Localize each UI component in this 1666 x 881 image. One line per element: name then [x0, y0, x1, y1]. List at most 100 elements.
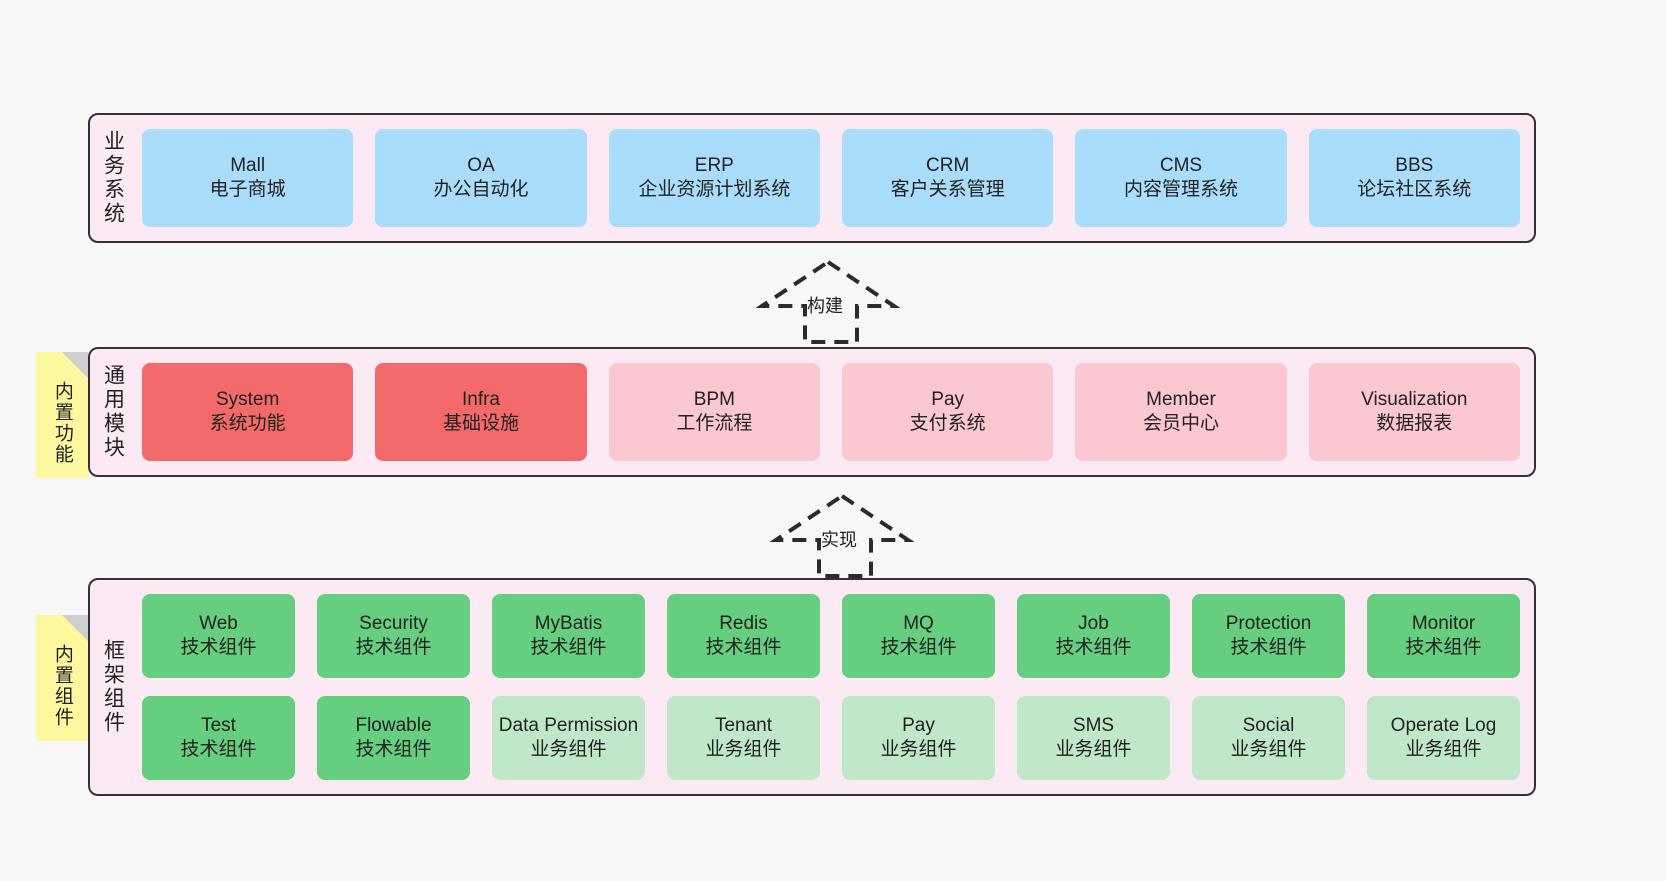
card-tenant[interactable]: Tenant 业务组件 — [667, 696, 820, 780]
card-cms[interactable]: CMS 内容管理系统 — [1075, 129, 1287, 227]
card-data-permission[interactable]: Data Permission 业务组件 — [492, 696, 645, 780]
card-web[interactable]: Web 技术组件 — [142, 594, 295, 678]
card-erp[interactable]: ERP 企业资源计划系统 — [608, 129, 820, 227]
card-title: OA — [467, 154, 495, 176]
card-subtitle: 企业资源计划系统 — [638, 179, 791, 200]
card-pay-business[interactable]: Pay 业务组件 — [842, 696, 995, 780]
layer-title-business-system: 业务系统 — [101, 130, 125, 226]
card-title: Operate Log — [1390, 714, 1497, 736]
card-subtitle: 技术组件 — [1230, 637, 1307, 658]
card-subtitle: 业务组件 — [530, 739, 607, 760]
layer-common-module: 通用模块 System 系统功能 Infra 基础设施 BPM 工作流程 Pay… — [88, 347, 1536, 477]
card-title: Pay — [931, 388, 965, 410]
card-flowable[interactable]: Flowable 技术组件 — [317, 696, 470, 780]
card-title: Web — [199, 612, 238, 634]
card-oa[interactable]: OA 办公自动化 — [375, 129, 587, 227]
layer-framework-component: 框架组件 Web 技术组件 Security 技术组件 MyBatis 技术组件… — [88, 578, 1536, 796]
connector-label-build: 构建 — [807, 296, 843, 316]
card-subtitle: 内容管理系统 — [1123, 179, 1238, 200]
card-sms[interactable]: SMS 业务组件 — [1017, 696, 1170, 780]
card-subtitle: 会员中心 — [1142, 413, 1219, 434]
note-built-in-component: 内置组件 — [36, 615, 88, 741]
layer-title-framework-component: 框架组件 — [101, 639, 125, 735]
card-redis[interactable]: Redis 技术组件 — [667, 594, 820, 678]
card-subtitle: 支付系统 — [909, 413, 986, 434]
card-title: CRM — [926, 154, 970, 176]
card-title: Test — [201, 714, 236, 736]
card-title: SMS — [1072, 714, 1115, 736]
card-subtitle: 工作流程 — [676, 413, 753, 434]
card-subtitle: 客户关系管理 — [890, 179, 1005, 200]
card-protection[interactable]: Protection 技术组件 — [1192, 594, 1345, 678]
card-mq[interactable]: MQ 技术组件 — [842, 594, 995, 678]
card-subtitle: 技术组件 — [705, 637, 782, 658]
card-title: Member — [1146, 388, 1216, 410]
card-title: Flowable — [355, 714, 432, 736]
connector-implement: 实现 — [769, 492, 915, 578]
card-subtitle: 技术组件 — [880, 637, 957, 658]
card-bpm[interactable]: BPM 工作流程 — [608, 363, 820, 461]
card-job[interactable]: Job 技术组件 — [1017, 594, 1170, 678]
card-title: Data Permission — [498, 714, 639, 736]
card-title: Security — [359, 612, 428, 634]
fold-corner-icon — [62, 615, 88, 641]
card-member[interactable]: Member 会员中心 — [1075, 363, 1287, 461]
card-subtitle: 论坛社区系统 — [1357, 179, 1472, 200]
card-title: MyBatis — [534, 612, 603, 634]
card-social[interactable]: Social 业务组件 — [1192, 696, 1345, 780]
card-title: Mall — [230, 154, 266, 176]
card-title: ERP — [694, 154, 734, 176]
fold-corner-icon — [62, 352, 88, 378]
card-title: Pay — [902, 714, 935, 736]
card-title: Infra — [461, 388, 500, 410]
card-title: Job — [1078, 612, 1109, 634]
card-pay[interactable]: Pay 支付系统 — [841, 363, 1054, 461]
card-row: Mall 电子商城 OA 办公自动化 ERP 企业资源计划系统 CRM 客户关系… — [142, 129, 1520, 227]
card-monitor[interactable]: Monitor 技术组件 — [1367, 594, 1520, 678]
card-subtitle: 技术组件 — [180, 739, 257, 760]
card-subtitle: 基础设施 — [442, 413, 519, 434]
card-title: Redis — [719, 612, 768, 634]
connector-build: 构建 — [755, 258, 901, 344]
card-mall[interactable]: Mall 电子商城 — [142, 129, 354, 227]
card-test[interactable]: Test 技术组件 — [142, 696, 295, 780]
card-title: Protection — [1225, 612, 1312, 634]
dashed-up-arrow-icon — [755, 259, 901, 344]
card-title: Tenant — [714, 714, 773, 736]
card-grid-framework-component: Web 技术组件 Security 技术组件 MyBatis 技术组件 Redi… — [136, 580, 1534, 794]
card-visualization[interactable]: Visualization 数据报表 — [1308, 363, 1520, 461]
dashed-up-arrow-icon — [769, 493, 915, 578]
card-subtitle: 技术组件 — [180, 637, 257, 658]
card-row: Test 技术组件 Flowable 技术组件 Data Permission … — [142, 696, 1520, 780]
card-crm[interactable]: CRM 客户关系管理 — [841, 129, 1054, 227]
card-bbs[interactable]: BBS 论坛社区系统 — [1308, 129, 1520, 227]
card-subtitle: 技术组件 — [1405, 637, 1482, 658]
card-system[interactable]: System 系统功能 — [142, 363, 354, 461]
card-subtitle: 业务组件 — [1405, 739, 1482, 760]
card-subtitle: 业务组件 — [705, 739, 782, 760]
card-title: BPM — [693, 388, 735, 410]
card-subtitle: 电子商城 — [209, 179, 286, 200]
card-subtitle: 业务组件 — [880, 739, 957, 760]
card-subtitle: 技术组件 — [1055, 637, 1132, 658]
card-title: Social — [1242, 714, 1295, 736]
card-title: MQ — [903, 612, 934, 634]
note-label: 内置组件 — [51, 644, 73, 728]
card-title: System — [215, 388, 280, 410]
card-security[interactable]: Security 技术组件 — [317, 594, 470, 678]
note-label: 内置功能 — [51, 381, 73, 465]
card-row: Web 技术组件 Security 技术组件 MyBatis 技术组件 Redi… — [142, 594, 1520, 678]
card-title: Visualization — [1361, 388, 1468, 410]
card-grid-common-module: System 系统功能 Infra 基础设施 BPM 工作流程 Pay 支付系统… — [136, 349, 1534, 475]
card-operate-log[interactable]: Operate Log 业务组件 — [1367, 696, 1520, 780]
card-title: BBS — [1395, 154, 1434, 176]
note-built-in-function: 内置功能 — [36, 352, 88, 478]
connector-label-implement: 实现 — [821, 530, 857, 550]
card-mybatis[interactable]: MyBatis 技术组件 — [492, 594, 645, 678]
card-infra[interactable]: Infra 基础设施 — [375, 363, 587, 461]
card-subtitle: 业务组件 — [1055, 739, 1132, 760]
card-subtitle: 系统功能 — [209, 413, 286, 434]
card-subtitle: 数据报表 — [1376, 413, 1453, 434]
card-subtitle: 技术组件 — [530, 637, 607, 658]
